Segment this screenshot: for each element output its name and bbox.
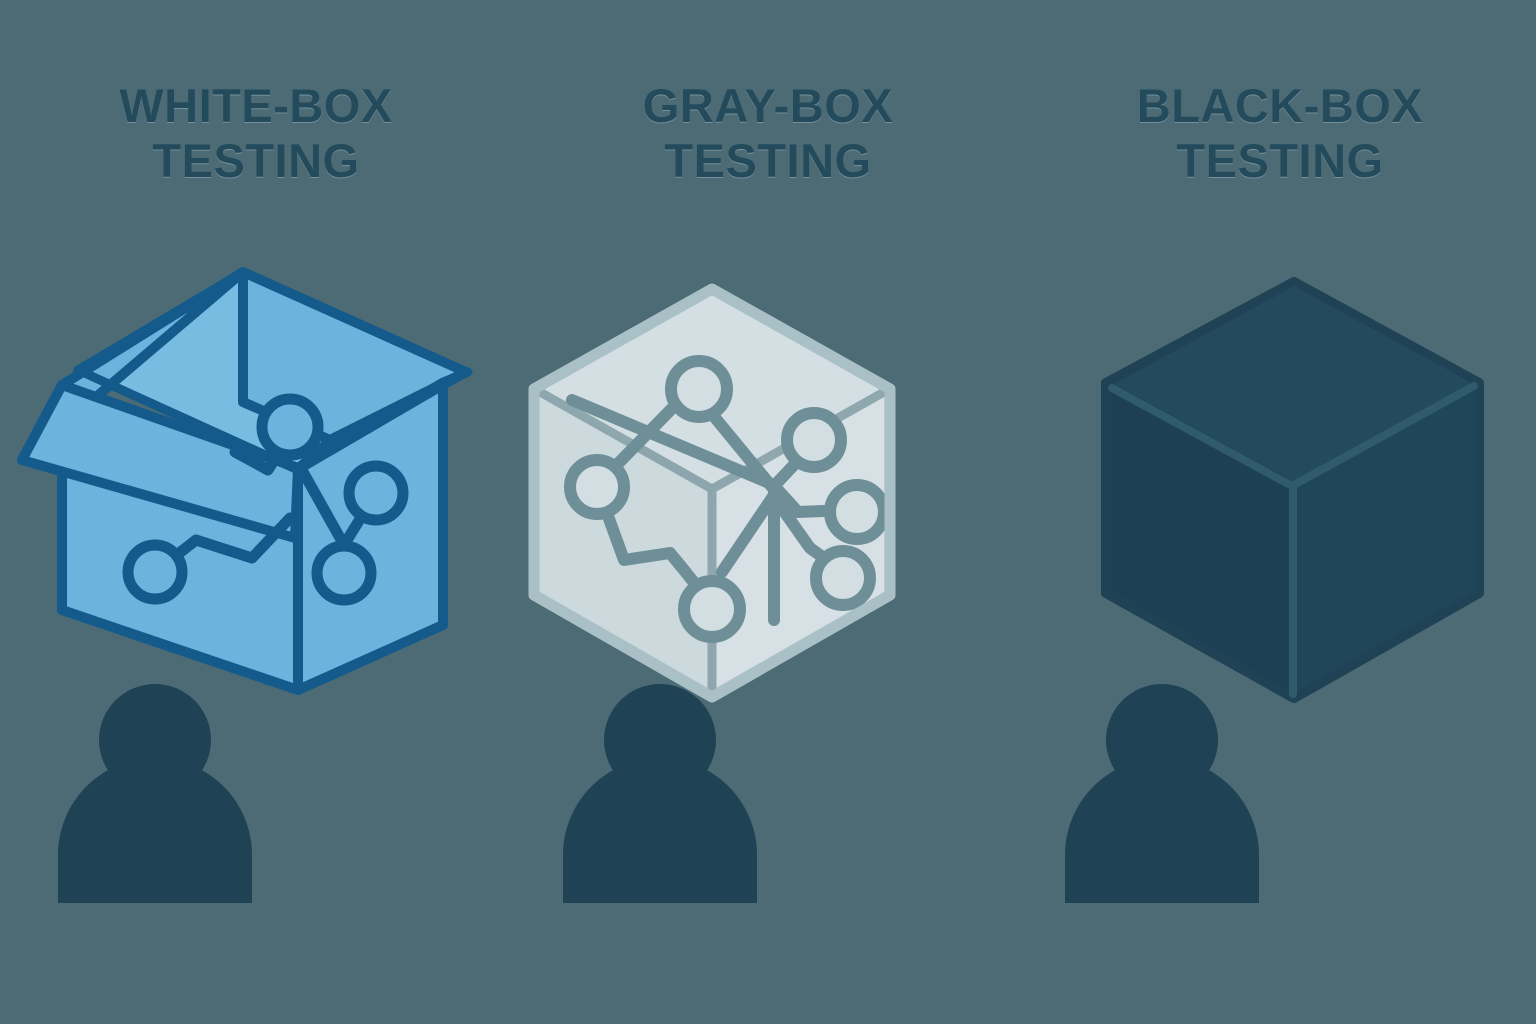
circuit-node-group-right — [296, 460, 409, 606]
panel-title-line1: WHITE-BOX — [119, 79, 393, 132]
node-lower-right — [810, 545, 876, 611]
person-icon — [58, 684, 252, 903]
node-mid-right — [824, 479, 890, 545]
panel-title-line2: TESTING — [664, 134, 872, 188]
person-icon — [563, 684, 757, 903]
opaque-cube-icon — [1101, 277, 1484, 703]
node-bottom-center — [678, 575, 746, 643]
open-box-with-circuit-nodes-icon — [17, 267, 473, 695]
node-left — [564, 454, 630, 520]
person-icon — [1065, 684, 1259, 903]
panel-black-box: BLACK-BOX TESTING — [1024, 0, 1536, 1024]
panel-title-black-box: BLACK-BOX TESTING — [1024, 78, 1536, 189]
circuit-node-group-front — [122, 512, 296, 605]
panel-title-line2: TESTING — [1176, 134, 1384, 188]
circuit-network — [564, 355, 890, 643]
translucent-cube-with-circuit-nodes-icon — [528, 283, 896, 703]
circuit-nodes — [564, 355, 890, 643]
node-top-center — [665, 355, 733, 423]
circuit-node-group-inner — [229, 393, 324, 476]
panel-gray-box: GRAY-BOX TESTING — [512, 0, 1024, 1024]
panel-title-white-box: WHITE-BOX TESTING — [0, 78, 512, 189]
panel-title-line1: BLACK-BOX — [1136, 79, 1424, 132]
panel-title-line2: TESTING — [152, 134, 360, 188]
node-upper-right — [781, 407, 847, 473]
panel-title-gray-box: GRAY-BOX TESTING — [512, 78, 1024, 189]
panel-title-line1: GRAY-BOX — [642, 79, 894, 132]
panel-white-box: WHITE-BOX TESTING — [0, 0, 512, 1024]
